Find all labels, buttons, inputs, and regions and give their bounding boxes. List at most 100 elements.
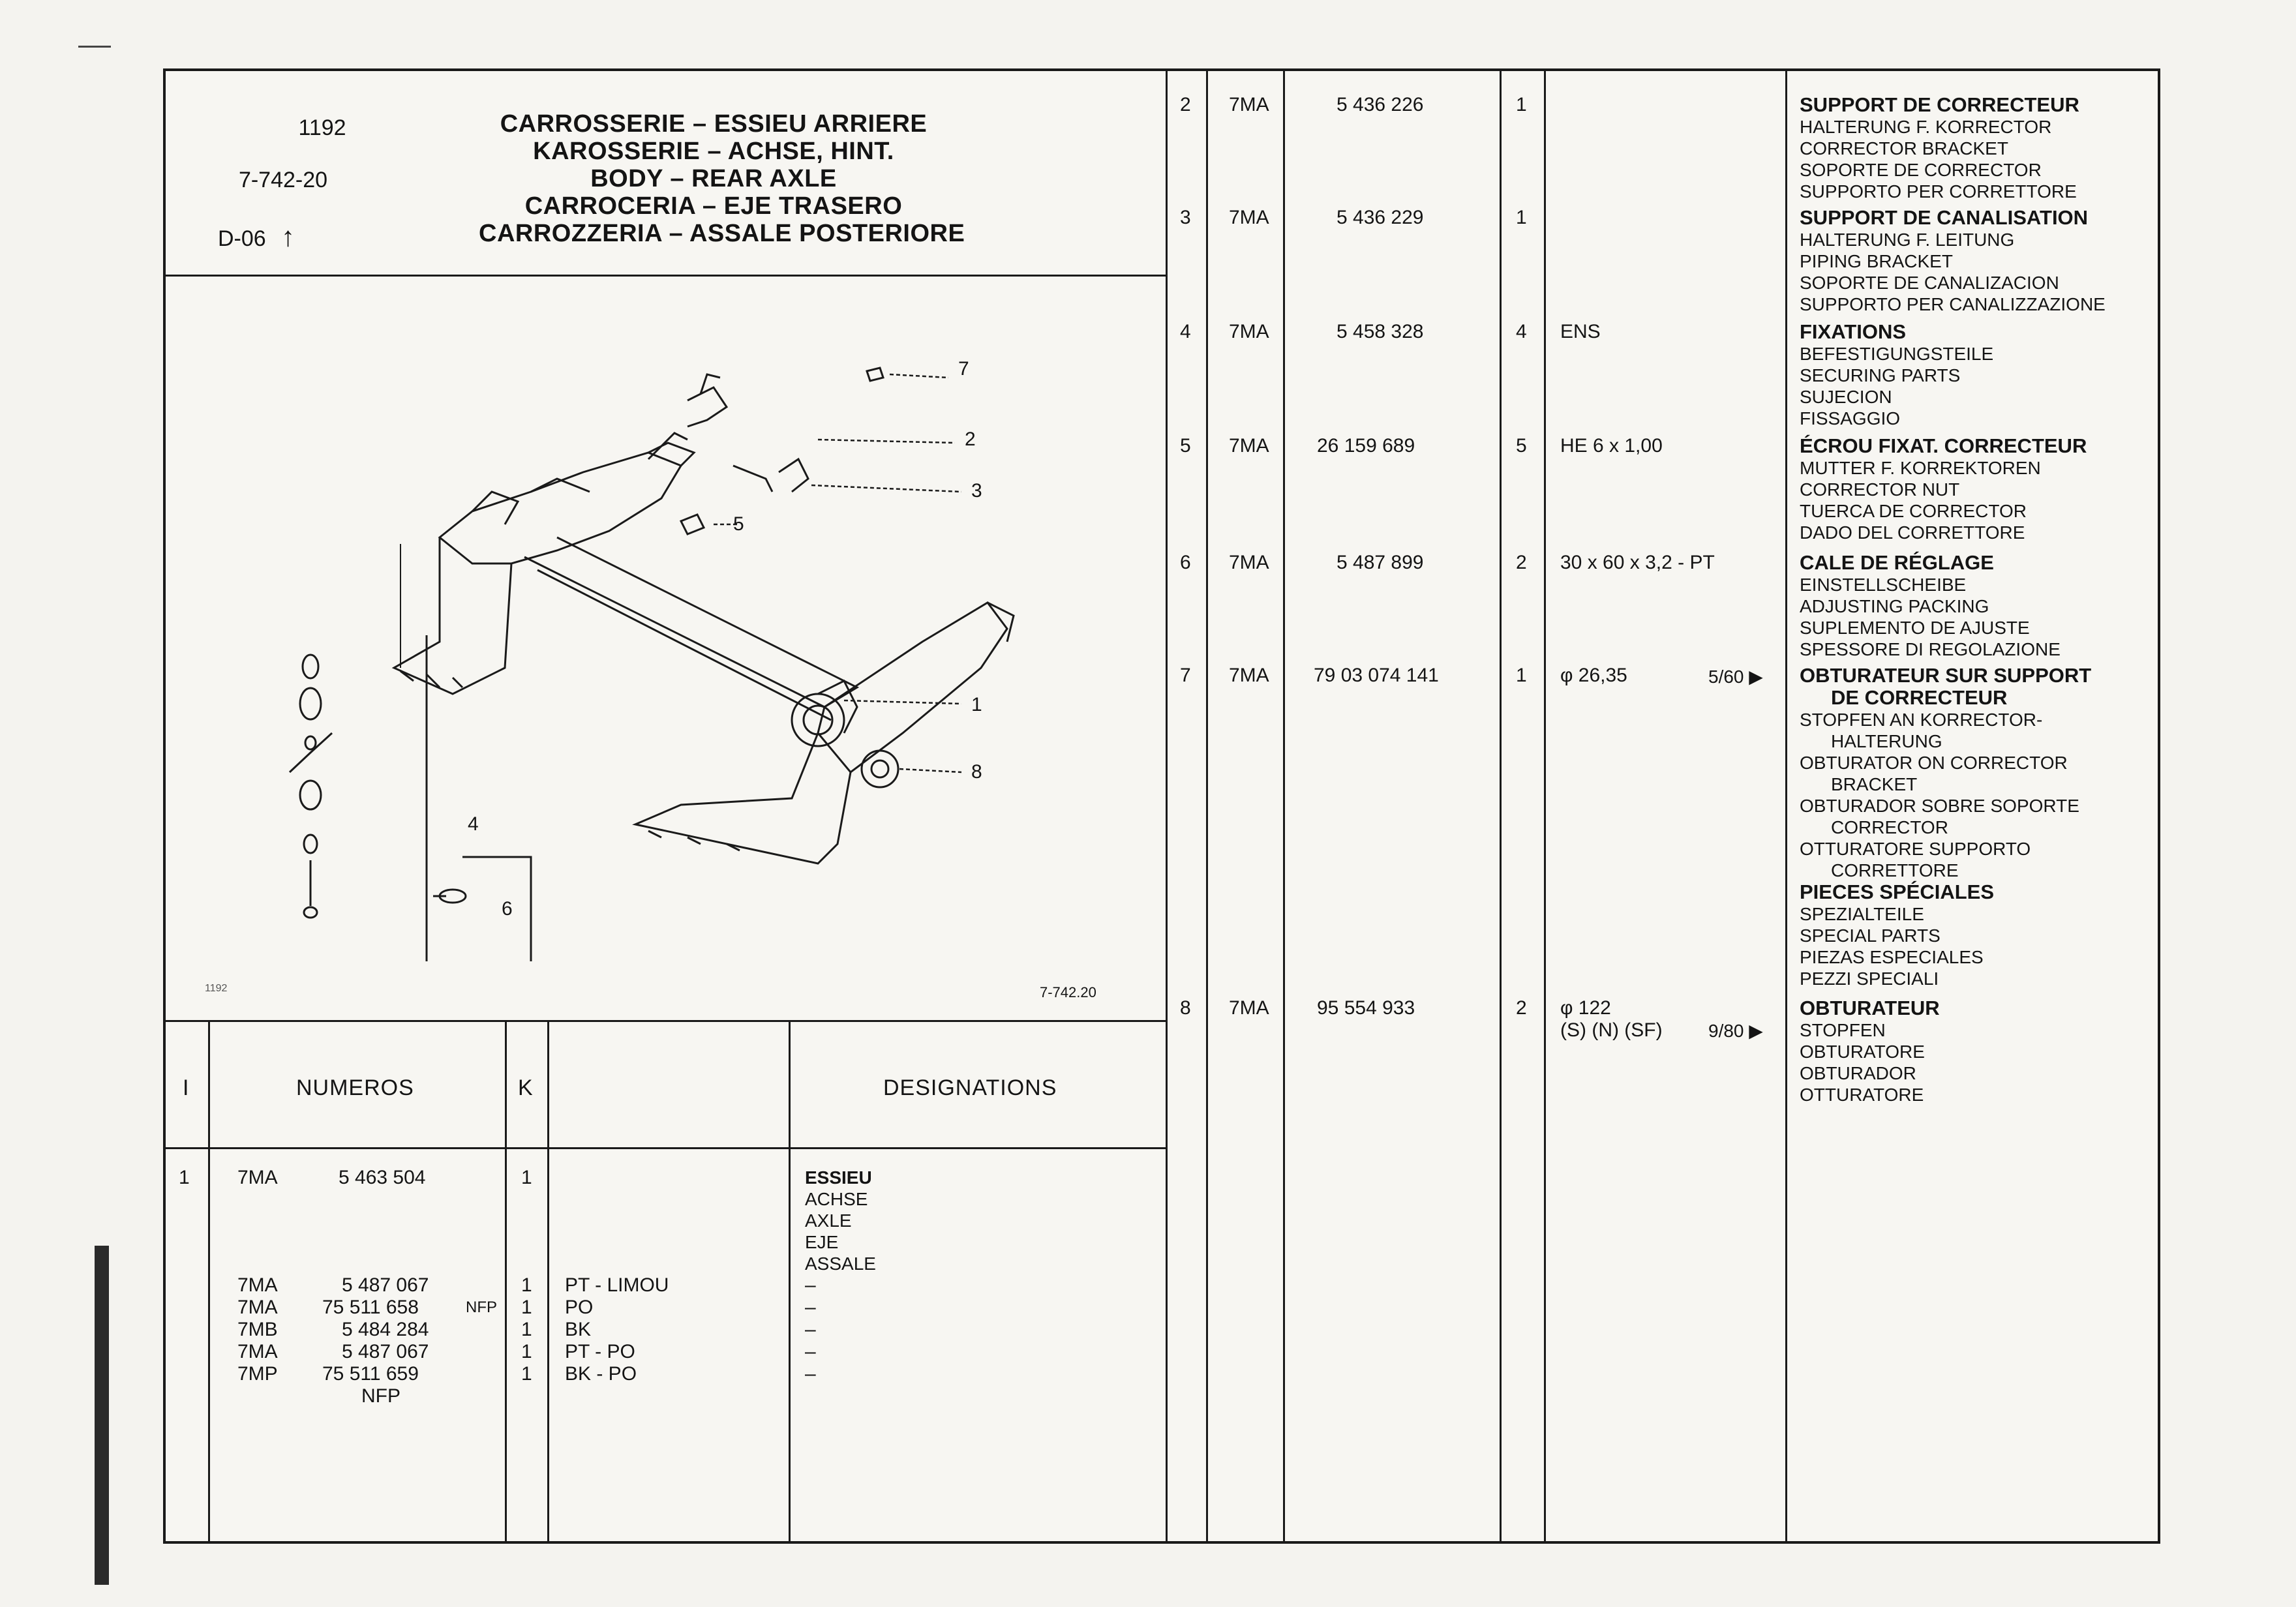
section-line: SPECIAL PARTS — [1800, 925, 1941, 946]
item4-number: 5 458 328 — [1337, 321, 1424, 342]
diagram-corner-code: 1192 — [205, 983, 228, 994]
item2-number: 5 436 226 — [1337, 94, 1424, 115]
item2-title: SUPPORT DE CORRECTEUR — [1800, 93, 2079, 116]
title-es: CARROCERIA – EJE TRASERO — [524, 192, 903, 220]
variant-list: 7MA 5 487 067 1 PT - LIMOU – 7MA 75 511 … — [166, 1274, 1166, 1407]
header-divider — [166, 275, 1166, 277]
variant-k: 1 — [521, 1341, 532, 1362]
section-line: PIEZAS ESPECIALES — [1800, 947, 1984, 967]
section-titles: CARROSSERIE – ESSIEU ARRIERE KAROSSERIE … — [479, 110, 965, 247]
variant-k: 1 — [521, 1297, 532, 1318]
diagram-divider — [166, 1020, 1166, 1022]
rcol-line-e — [1785, 71, 1787, 1541]
item4-k: 4 — [1516, 321, 1527, 342]
item4-title: FIXATIONS — [1800, 320, 1907, 343]
item8-k: 2 — [1516, 997, 1527, 1019]
rear-axle-drawing — [288, 367, 1015, 961]
item7-line: CORRETTORE — [1831, 860, 1959, 880]
row1-desig-en: AXLE — [805, 1210, 852, 1231]
item3-line: HALTERUNG F. LEITUNG — [1800, 230, 2015, 250]
item4-index: 4 — [1180, 321, 1191, 342]
section-title: PIECES SPÉCIALES — [1800, 880, 1995, 903]
item5-number: 26 159 689 — [1317, 435, 1415, 457]
variant-k: 1 — [521, 1319, 532, 1340]
item7-designation: OBTURATEUR SUR SUPPORT DE CORRECTEUR STO… — [1800, 665, 2091, 989]
item3-designation: SUPPORT DE CANALISATION HALTERUNG F. LEI… — [1800, 207, 2106, 315]
callout-8: 8 — [971, 761, 982, 783]
page-number: 1192 — [298, 115, 346, 140]
callout-4: 4 — [468, 813, 479, 835]
group-code-text: D-06 — [218, 226, 266, 251]
row1-desig-title: ESSIEU — [805, 1167, 872, 1188]
col-line-b — [505, 1020, 507, 1541]
title-it: CARROZZERIA – ASSALE POSTERIORE — [479, 220, 965, 247]
item2-line: HALTERUNG F. KORRECTOR — [1800, 117, 2052, 137]
variant-row: 7MB 5 484 284 1 BK – — [166, 1319, 1166, 1341]
item7-line: STOPFEN AN KORRECTOR- — [1800, 710, 2043, 730]
variant-row: 7MA 5 487 067 1 PT - PO – — [166, 1341, 1166, 1363]
section-line: PEZZI SPECIALI — [1800, 969, 1939, 989]
item3-line: SUPPORTO PER CANALIZZAZIONE — [1800, 294, 2106, 314]
item6-index: 6 — [1180, 552, 1191, 573]
item5-line: DADO DEL CORRETTORE — [1800, 522, 2025, 543]
item8-line: OBTURATORE — [1800, 1042, 1925, 1062]
item6-prefix: 7MA — [1229, 552, 1269, 573]
item7-title2: DE CORRECTEUR — [1831, 686, 2008, 709]
header-index: I — [183, 1075, 190, 1100]
item2-k: 1 — [1516, 94, 1527, 115]
item7-line: OBTURADOR SOBRE SOPORTE — [1800, 796, 2079, 816]
item7-line: HALTERUNG — [1831, 731, 1942, 751]
scan-top-mark — [78, 46, 111, 48]
variant-number: 75 511 658 — [322, 1297, 419, 1318]
col-line-a — [208, 1020, 210, 1541]
variant-row: NFP — [166, 1385, 1166, 1407]
item2-index: 2 — [1180, 94, 1191, 115]
row1-k: 1 — [521, 1167, 532, 1188]
item5-line: CORRECTOR NUT — [1800, 479, 1960, 500]
variant-spec: PT - PO — [565, 1341, 635, 1362]
rcol-line-d — [1544, 71, 1546, 1541]
item7-k: 1 — [1516, 665, 1527, 686]
col-line-c — [547, 1020, 549, 1541]
item8-title: OBTURATEUR — [1800, 997, 1940, 1019]
variant-k: 1 — [521, 1274, 532, 1296]
exploded-diagram — [166, 277, 1166, 1020]
item7-number: 79 03 074 141 — [1314, 665, 1439, 686]
col-line-d — [789, 1020, 791, 1541]
item6-line: EINSTELLSCHEIBE — [1800, 575, 1967, 595]
item7-index: 7 — [1180, 665, 1191, 686]
item3-line: SOPORTE DE CANALIZACION — [1800, 273, 2059, 293]
table-header-divider — [166, 1147, 1166, 1149]
item6-number: 5 487 899 — [1337, 552, 1424, 573]
item4-prefix: 7MA — [1229, 321, 1269, 342]
row1-prefix: 7MA — [237, 1167, 278, 1188]
item8-line: OBTURADOR — [1800, 1063, 1916, 1083]
item5-spec: HE 6 x 1,00 — [1560, 435, 1663, 457]
center-divider — [1166, 71, 1168, 1541]
item8-line: OTTURATORE — [1800, 1085, 1924, 1105]
row1-number: 5 463 504 — [339, 1167, 426, 1188]
variant-note: NFP — [466, 1299, 497, 1316]
item3-title: SUPPORT DE CANALISATION — [1800, 206, 2089, 229]
item7-line: OTTURATORE SUPPORTO — [1800, 839, 2031, 859]
item6-line: ADJUSTING PACKING — [1800, 596, 1989, 616]
callout-3: 3 — [971, 480, 982, 502]
variant-prefix: 7MA — [237, 1297, 278, 1318]
item6-line: SPESSORE DI REGOLAZIONE — [1800, 639, 2061, 659]
item7-line: OBTURATOR ON CORRECTOR — [1800, 753, 2068, 773]
item4-line: SUJECION — [1800, 387, 1892, 407]
reference-code: 7-742-20 — [238, 168, 328, 192]
variant-row: 7MA 5 487 067 1 PT - LIMOU – — [166, 1274, 1166, 1297]
variant-row: 7MP 75 511 659 1 BK - PO – — [166, 1363, 1166, 1385]
rcol-line-c — [1500, 71, 1502, 1541]
item3-k: 1 — [1516, 207, 1527, 228]
item4-line: BEFESTIGUNGSTEILE — [1800, 344, 1994, 364]
item5-k: 5 — [1516, 435, 1527, 457]
item7-title: OBTURATEUR SUR SUPPORT — [1800, 664, 2092, 687]
variant-spec: PT - LIMOU — [565, 1274, 669, 1296]
row1-desig-es: EJE — [805, 1232, 839, 1252]
variant-number: 5 487 067 — [342, 1274, 429, 1296]
item4-designation: FIXATIONS BEFESTIGUNGSTEILE SECURING PAR… — [1800, 321, 1993, 429]
variant-dash: – — [805, 1274, 816, 1296]
variant-number: 5 487 067 — [342, 1341, 429, 1362]
